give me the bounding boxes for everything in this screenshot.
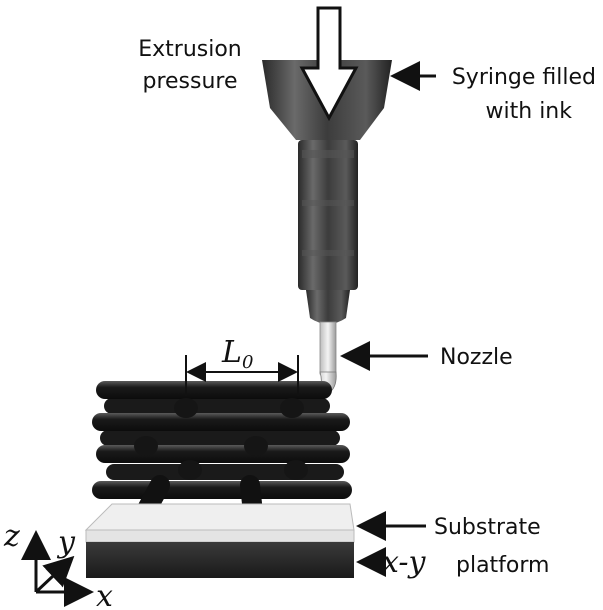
syringe <box>262 60 392 324</box>
printed-lattice <box>92 381 352 532</box>
extrusion-label-line2: pressure <box>142 69 237 94</box>
extrusion-pressure-arrow <box>299 6 359 122</box>
extrusion-label-line1: Extrusion <box>138 37 242 62</box>
lattice-rod <box>104 398 330 414</box>
syringe-label-line1: Syringe filled <box>452 65 596 90</box>
x-axis-label: x <box>96 579 113 610</box>
spacing-dimension: L 0 <box>185 335 299 396</box>
axes-triad: z y x <box>3 519 113 610</box>
xy-platform <box>86 542 354 578</box>
lattice-rod <box>92 481 352 499</box>
nozzle-label: Nozzle <box>440 345 513 370</box>
lattice-cross-rod <box>134 436 158 456</box>
lattice-cross-rod <box>280 398 304 418</box>
platform-math-label: x-y <box>382 545 427 580</box>
y-axis-arrow <box>34 555 75 594</box>
lattice-rod <box>92 413 350 431</box>
lattice-cross-rod <box>174 398 198 418</box>
substrate-platform <box>84 503 355 578</box>
spacing-subscript: 0 <box>242 352 253 373</box>
lattice-rod <box>106 464 344 480</box>
spacing-symbol: L <box>221 335 242 370</box>
platform-label: platform <box>456 553 549 578</box>
lattice-cross-rod <box>284 460 308 480</box>
y-axis-label: y <box>56 525 76 560</box>
substrate-label: Substrate <box>434 515 541 540</box>
syringe-barrel <box>298 140 358 290</box>
lattice-cross-rod <box>178 460 202 480</box>
lattice-rod <box>96 381 332 399</box>
lattice-rod <box>96 445 350 463</box>
substrate <box>85 529 355 543</box>
lattice-rod <box>100 430 340 446</box>
syringe-label-line2: with ink <box>486 99 573 124</box>
z-axis-label: z <box>3 519 20 554</box>
syringe-tip <box>306 290 350 324</box>
lattice-cross-rod <box>244 436 268 456</box>
